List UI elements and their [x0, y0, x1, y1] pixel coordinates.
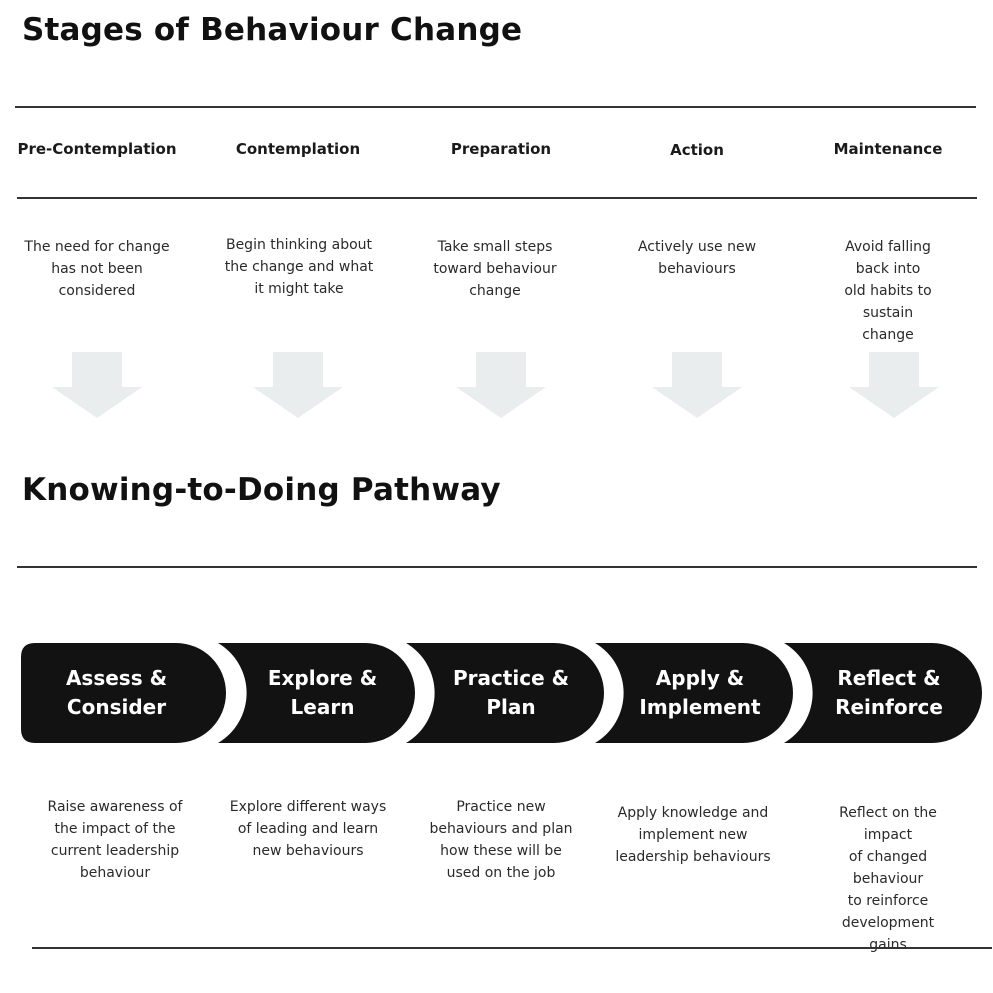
- stage-description-line: old habits to sustain: [844, 283, 932, 321]
- pathway-description-line: how these will be: [440, 843, 562, 859]
- stage-heading-contemplation: Contemplation: [235, 140, 361, 158]
- stage-description-line: change: [862, 327, 914, 343]
- pathway-description-line: new behaviours: [252, 843, 364, 859]
- stages-title: Stages of Behaviour Change: [22, 12, 523, 48]
- pathway-step-label: Reflect & Reinforce: [796, 664, 982, 722]
- pathway-description-line: to reinforce: [847, 893, 929, 909]
- stage-heading-action: Action: [670, 141, 724, 159]
- stage-description-line: Actively use new: [637, 239, 757, 255]
- down-arrow-icon: [52, 352, 142, 418]
- pathway-step-label: Assess & Consider: [21, 664, 212, 722]
- pathway-description-line: Raise awareness of: [47, 799, 183, 815]
- pathway-step-apply: Apply & Implement: [595, 643, 793, 743]
- pathway-step-label-line: Explore &: [267, 666, 378, 690]
- stage-description-pre-contemplation: The need for change has not been conside…: [24, 236, 169, 302]
- pathway-step-label: Explore & Learn: [230, 664, 415, 722]
- pathway-description-line: of changed behaviour: [848, 849, 928, 887]
- pathway-description-assess: Raise awareness of the impact of the cur…: [48, 796, 183, 884]
- pathway-step-label-line: Apply &: [655, 666, 745, 690]
- pathway-description-line: behaviours and plan: [429, 821, 573, 837]
- stage-description-preparation: Take small steps toward behaviour change: [433, 236, 556, 302]
- chevron-shape: [595, 643, 793, 743]
- pathway-step-label-line: Assess &: [65, 666, 168, 690]
- down-arrow-icon: [253, 352, 343, 418]
- pathway-step-label-line: Plan: [486, 695, 536, 719]
- stage-heading-pre-contemplation: Pre-Contemplation: [17, 140, 177, 158]
- pathway-step-label-line: Reflect &: [837, 666, 941, 690]
- down-arrow-icon: [652, 352, 742, 418]
- stage-heading-divider: [17, 197, 977, 199]
- stage-description-line: Begin thinking about: [225, 237, 373, 253]
- pathway-step-label: Practice & Plan: [418, 664, 604, 722]
- pathway-step-label-line: Implement: [639, 695, 761, 719]
- pathway-description-line: Explore different ways: [229, 799, 387, 815]
- pathway-description-line: Practice new: [456, 799, 546, 815]
- pathway-description-line: development gains: [841, 915, 935, 953]
- bottom-divider: [32, 947, 992, 949]
- pathway-description-reflect: Reflect on the impact of changed behavio…: [836, 802, 941, 956]
- pathway-step-label-line: Practice &: [452, 666, 570, 690]
- pathway-step-label-line: Consider: [66, 695, 167, 719]
- stage-description-line: Avoid falling back into: [845, 239, 931, 277]
- stage-description-contemplation: Begin thinking about the change and what…: [225, 234, 374, 300]
- chevron-shape: [784, 643, 982, 743]
- pathway-title: Knowing-to-Doing Pathway: [22, 472, 501, 508]
- stage-heading-preparation: Preparation: [450, 140, 552, 158]
- down-arrow-icon: [456, 352, 546, 418]
- stage-description-line: change: [469, 283, 521, 299]
- pathway-description-line: the impact of the: [54, 821, 176, 837]
- pathway-step-explore: Explore & Learn: [218, 643, 415, 743]
- pathway-description-line: of leading and learn: [237, 821, 379, 837]
- pathway-step-reflect: Reflect & Reinforce: [784, 643, 982, 743]
- pathway-divider: [17, 566, 977, 568]
- pathway-description-line: used on the job: [446, 865, 556, 881]
- pathway-description-practice: Practice new behaviours and plan how the…: [429, 796, 572, 884]
- chevron-shape: [218, 643, 415, 743]
- pathway-step-label: Apply & Implement: [607, 664, 793, 722]
- stage-description-line: The need for change: [24, 239, 170, 255]
- pathway-step-label-line: Reinforce: [835, 695, 943, 719]
- pathway-description-explore: Explore different ways of leading and le…: [230, 796, 387, 862]
- top-divider: [15, 106, 976, 108]
- stage-description-line: the change and what: [224, 259, 374, 275]
- pathway-description-line: behaviour: [79, 865, 151, 881]
- chevron-shape: [21, 643, 226, 743]
- stage-description-line: Take small steps: [437, 239, 553, 255]
- pathway-description-line: Reflect on the impact: [839, 805, 937, 843]
- pathway-description-line: leadership behaviours: [615, 849, 771, 865]
- stage-description-line: toward behaviour: [433, 261, 557, 277]
- stage-description-line: has not been: [51, 261, 143, 277]
- pathway-description-line: implement new: [638, 827, 748, 843]
- pathway-description-apply: Apply knowledge and implement new leader…: [615, 802, 770, 868]
- stage-description-line: behaviours: [658, 261, 736, 277]
- pathway-description-line: current leadership: [50, 843, 180, 859]
- stage-description-line: it might take: [254, 281, 344, 297]
- stage-description-maintenance: Avoid falling back into old habits to su…: [836, 236, 941, 346]
- down-arrow-icon: [849, 352, 939, 418]
- pathway-step-label-line: Learn: [290, 695, 355, 719]
- pathway-step-practice: Practice & Plan: [406, 643, 604, 743]
- stage-description-action: Actively use new behaviours: [638, 236, 756, 280]
- pathway-description-line: Apply knowledge and: [617, 805, 769, 821]
- chevron-shape: [406, 643, 604, 743]
- stage-heading-maintenance: Maintenance: [833, 140, 943, 158]
- pathway-step-assess: Assess & Consider: [21, 643, 226, 743]
- stage-description-line: considered: [58, 283, 136, 299]
